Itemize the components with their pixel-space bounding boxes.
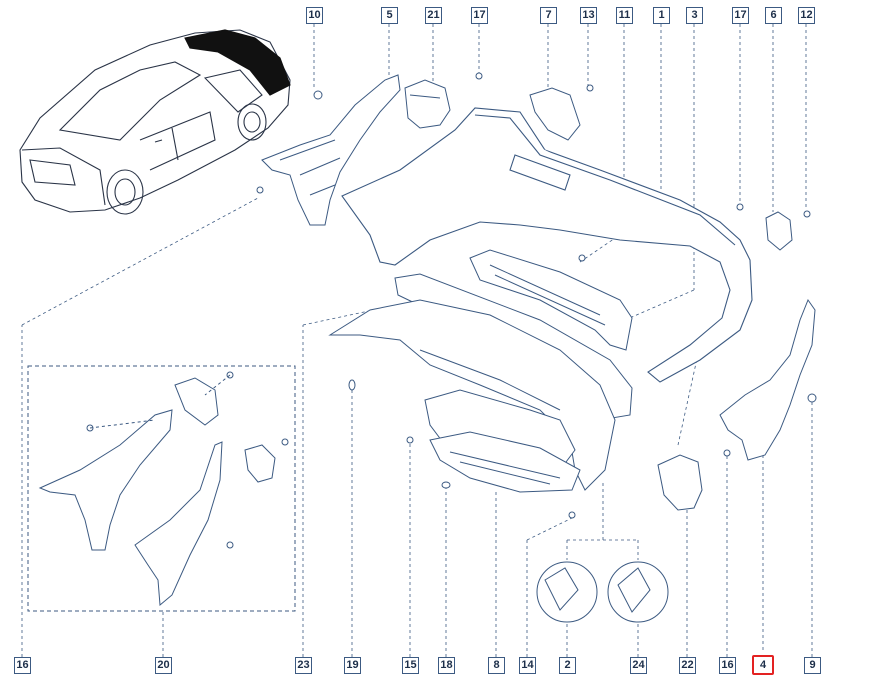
detail-circle-24 [607, 561, 669, 623]
fasteners [348, 72, 731, 519]
callout-bottom-23[interactable]: 23 [295, 657, 312, 674]
leader-lines [21, 24, 813, 657]
callout-bottom-16b[interactable]: 16 [719, 657, 736, 674]
callout-top-17a[interactable]: 17 [471, 7, 488, 24]
part-6-bracket [737, 204, 810, 250]
detail-circle-2 [536, 561, 598, 623]
lower-valance [330, 300, 615, 490]
callout-bottom-14[interactable]: 14 [519, 657, 536, 674]
callout-bottom-15[interactable]: 15 [402, 657, 419, 674]
inset-detail-box [27, 365, 296, 612]
callout-bottom-19[interactable]: 19 [344, 657, 361, 674]
part-22-block [658, 455, 702, 510]
callout-top-17b[interactable]: 17 [732, 7, 749, 24]
reinforcement-beam [470, 250, 632, 350]
callout-bottom-4-highlighted[interactable]: 4 [752, 655, 774, 675]
car-illustration [19, 29, 291, 215]
callout-top-3[interactable]: 3 [686, 7, 703, 24]
callout-top-6[interactable]: 6 [765, 7, 782, 24]
callout-bottom-20[interactable]: 20 [155, 657, 172, 674]
part-21-block [405, 80, 450, 128]
callout-top-21[interactable]: 21 [425, 7, 442, 24]
callout-top-12[interactable]: 12 [798, 7, 815, 24]
callout-top-1[interactable]: 1 [653, 7, 670, 24]
callout-bottom-22[interactable]: 22 [679, 657, 696, 674]
callout-bottom-16a[interactable]: 16 [14, 657, 31, 674]
callout-top-11[interactable]: 11 [616, 7, 633, 24]
callout-top-5[interactable]: 5 [381, 7, 398, 24]
callout-bottom-2[interactable]: 2 [559, 657, 576, 674]
left-side-bracket [257, 75, 400, 225]
callout-top-10[interactable]: 10 [306, 7, 323, 24]
part-7-bracket [530, 85, 593, 140]
callout-bottom-18[interactable]: 18 [438, 657, 455, 674]
callout-bottom-24[interactable]: 24 [630, 657, 647, 674]
bumper-shell [342, 108, 752, 382]
callout-bottom-9[interactable]: 9 [804, 657, 821, 674]
callout-bottom-8[interactable]: 8 [488, 657, 505, 674]
diffuser-panel [430, 432, 580, 492]
callout-top-7[interactable]: 7 [540, 7, 557, 24]
right-side-bracket [720, 300, 816, 460]
callout-top-13[interactable]: 13 [580, 7, 597, 24]
